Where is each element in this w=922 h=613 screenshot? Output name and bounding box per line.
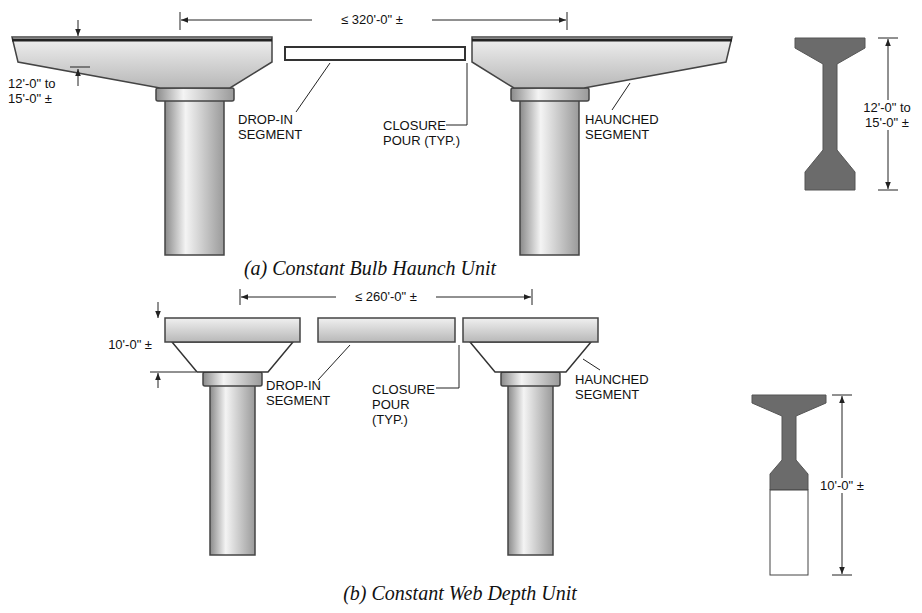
pier-column: [165, 100, 224, 255]
dimension-tick: [567, 12, 568, 30]
dimension-tick: [532, 289, 533, 305]
leader-line: [583, 359, 600, 370]
callout-label: HAUNCHED SEGMENT: [585, 112, 667, 142]
deck-top: [12, 39, 272, 42]
dimension-tick: [832, 575, 852, 576]
dimension-tick: [878, 190, 898, 191]
dimension-label: 10'-0" ±: [92, 337, 152, 352]
haunched-segment: [472, 37, 732, 88]
dimension-tick: [70, 67, 90, 68]
callout-label: HAUNCHED SEGMENT: [575, 372, 657, 402]
unit-a: [12, 37, 732, 255]
pier-column: [210, 385, 255, 555]
haunch: [470, 342, 591, 372]
leader-line: [446, 63, 467, 125]
unit-b: [165, 318, 598, 555]
dimension-tick: [878, 38, 898, 39]
dimension-arrow: [158, 373, 159, 388]
leader-line: [296, 63, 330, 112]
dimension-arrow: [158, 302, 159, 318]
pier-cap: [156, 88, 234, 101]
dimension-tick: [150, 372, 196, 373]
haunched-segment: [463, 318, 598, 342]
callout-label: CLOSURE POUR (TYP.): [383, 118, 465, 148]
deck-top: [472, 39, 732, 42]
drop-in-segment: [285, 47, 465, 60]
drop-in-segment: [318, 318, 455, 342]
caption: (b) Constant Web Depth Unit: [260, 582, 660, 605]
haunch: [172, 342, 293, 372]
dimensions-a: [70, 12, 630, 125]
web-section: [752, 395, 826, 490]
dimension-label: 12'-0" to 15'-0" ±: [857, 100, 917, 130]
dimension-label: 12'-0" to 15'-0" ±: [8, 76, 72, 106]
dimension-tick: [240, 289, 241, 305]
dimension-label: ≤ 320'-0" ±: [312, 12, 432, 27]
leader-line: [318, 345, 350, 380]
bulb-tee-section: [795, 38, 865, 190]
callout-label: DROP-IN SEGMENT: [266, 378, 338, 408]
dimension-arrow: [78, 69, 79, 86]
dimension-tick: [832, 395, 852, 396]
callout-label: CLOSURE POUR (TYP.): [372, 382, 436, 427]
dimension-tick: [180, 12, 181, 30]
pier-cap: [511, 88, 589, 101]
haunched-segment: [165, 318, 300, 342]
callout-label: DROP-IN SEGMENT: [238, 112, 310, 142]
pier-column: [520, 100, 579, 255]
pier-cap: [203, 372, 262, 386]
dimension-label: ≤ 260'-0" ±: [336, 289, 436, 304]
pier-column: [508, 385, 553, 555]
leader-line: [436, 345, 459, 388]
caption: (a) Constant Bulb Haunch Unit: [170, 257, 570, 280]
leader-line: [612, 83, 630, 110]
pier-cap: [501, 372, 560, 386]
dimensions-b: [150, 289, 600, 388]
web-extension: [770, 490, 808, 575]
dimension-label: 10'-0" ±: [812, 478, 872, 493]
dimension-arrow: [78, 20, 79, 36]
